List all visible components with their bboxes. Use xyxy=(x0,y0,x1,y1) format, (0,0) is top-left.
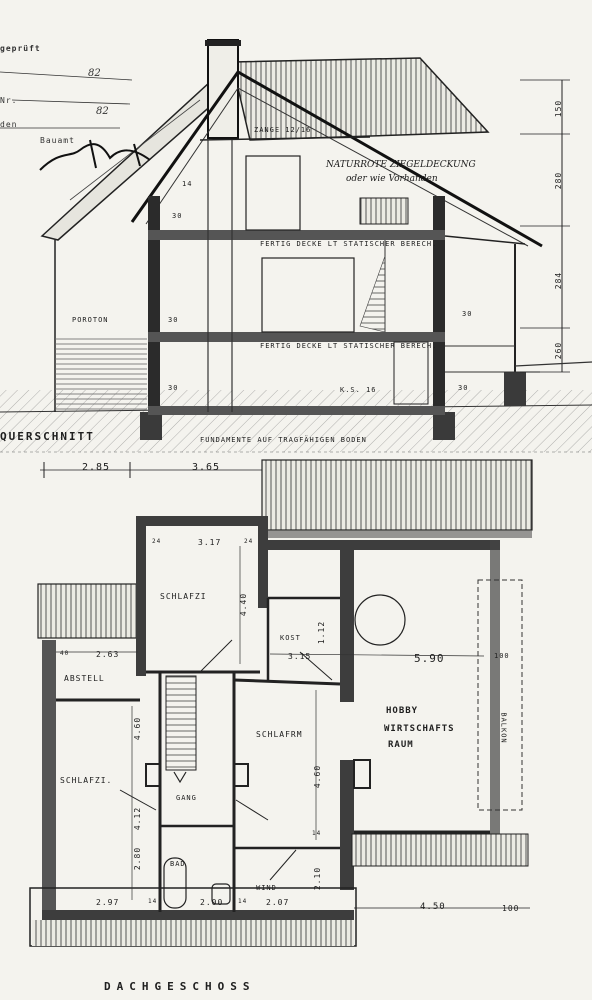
dimension-label: 24 xyxy=(244,538,254,545)
dimension-label: 4.12 xyxy=(133,806,143,831)
room-label-schlafzi-left: SCHLAFZI. xyxy=(60,776,113,785)
stamp-den-label: den xyxy=(0,120,18,129)
top-dimension: 2.85 xyxy=(82,462,111,473)
height-dimension: 150 xyxy=(554,99,564,118)
room-label-abstell: ABSTELL xyxy=(64,674,105,683)
dimension-label: 14 xyxy=(238,898,248,905)
top-dimension: 3.65 xyxy=(192,462,221,473)
height-dimension: 260 xyxy=(554,341,564,360)
poroton-label: POROTON xyxy=(72,316,109,324)
dimension-label: 4.60 xyxy=(133,716,143,741)
dimension-label: 2.00 xyxy=(200,898,224,907)
dimension-label: 2.63 xyxy=(96,650,120,659)
stamp-year-1: 82 xyxy=(88,68,101,79)
dimension-label: 2.97 xyxy=(96,898,120,907)
room-label-hobby: HOBBY xyxy=(386,706,419,716)
wall-label: 30 xyxy=(168,316,179,324)
bottom-dimension: 100 xyxy=(502,904,520,913)
wall-label: 30 xyxy=(168,384,179,392)
height-dimension: 284 xyxy=(554,271,564,290)
room-label-wind: WIND xyxy=(256,884,277,892)
foundation-label: FUNDAMENTE AUF TRAGFÄHIGEN BODEN xyxy=(200,436,367,444)
floor-plan-drawing xyxy=(29,459,533,947)
room-label-wirtschaft: WIRTSCHAFTS xyxy=(384,724,455,734)
floor-slab-label-2: FERTIG DECKE LT STATISCHER BERECH. xyxy=(260,342,438,350)
room-label-kost: KOST xyxy=(280,634,301,642)
wall-label: 30 xyxy=(172,212,183,220)
signature xyxy=(39,139,151,171)
cross-section-drawing xyxy=(0,39,592,452)
dimension-label: 2.07 xyxy=(266,898,290,907)
roof-note-2: oder wie Vorhanden xyxy=(346,174,438,184)
dimension-label: 3.15 xyxy=(288,652,312,661)
wall-label: 30 xyxy=(462,310,473,318)
room-label-bad: BAD xyxy=(170,860,186,868)
dimension-label: 3.17 xyxy=(198,538,222,547)
ks-label: K.S. 16 xyxy=(340,386,377,394)
stamp-nr-label: Nr. xyxy=(0,96,18,105)
room-label-gang: GANG xyxy=(176,794,197,802)
approval-stamp xyxy=(0,71,133,129)
dimension-label: 5.90 xyxy=(414,652,445,665)
height-dimension: 280 xyxy=(554,171,564,190)
wall-label: 30 xyxy=(458,384,469,392)
dimension-label: 40 xyxy=(60,650,70,657)
collar-beam-label: ZANGE 12/16 xyxy=(254,126,312,134)
stamp-year-2: 82 xyxy=(96,106,109,117)
dimension-label: 1.12 xyxy=(317,620,327,645)
section-title: QUERSCHNITT xyxy=(0,430,95,443)
stamp-header: geprüft xyxy=(0,44,41,53)
dimension-label: 14 xyxy=(312,830,322,837)
dimension-label: 100 xyxy=(494,652,510,660)
dimension-label: 14 xyxy=(148,898,158,905)
plan-title: DACHGESCHOSS xyxy=(104,980,256,993)
roof-note-1: NATURROTE ZIEGELDECKUNG xyxy=(326,160,476,170)
room-label-balkon: BALKON xyxy=(499,712,508,744)
room-label-schlafrm: SCHLAFRM xyxy=(256,730,303,739)
slope-label: 14 xyxy=(182,180,193,188)
dimension-label: 4.60 xyxy=(313,764,323,789)
room-label-schlafzi-top: SCHLAFZI xyxy=(160,592,207,601)
stamp-office: Bauamt xyxy=(40,136,75,145)
room-label-raum: RAUM xyxy=(388,740,414,750)
dimension-label: 2.10 xyxy=(313,866,323,891)
dimension-label: 24 xyxy=(152,538,162,545)
dimension-label: 2.80 xyxy=(133,846,143,871)
bottom-dimension: 4.50 xyxy=(420,902,446,912)
floor-slab-label-1: FERTIG DECKE LT STATISCHER BERECH. xyxy=(260,240,438,248)
dimension-label: 4.40 xyxy=(239,592,249,617)
